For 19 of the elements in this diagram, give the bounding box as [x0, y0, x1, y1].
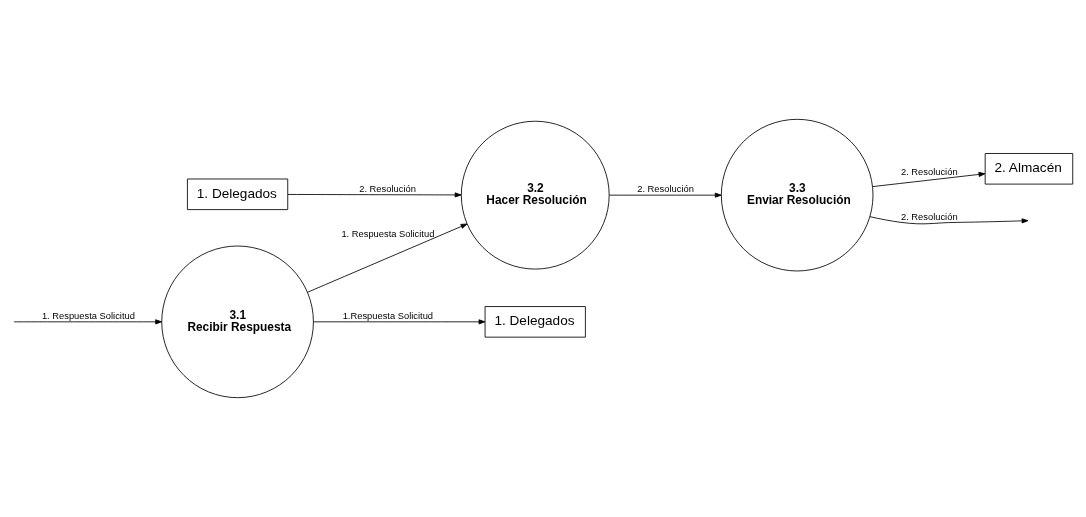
- node-circle: 3.3 Enviar Resolución: [720, 118, 874, 272]
- arrow: [13, 319, 163, 325]
- edge-label: 2. Resolución: [900, 167, 958, 178]
- edge-label: 2. Resolución: [900, 211, 958, 222]
- edge-label: 1.Respuesta Solicitud: [342, 311, 434, 322]
- arrow: [287, 192, 462, 198]
- arrow: [313, 319, 486, 325]
- node-box: 2. Almacén: [984, 153, 1074, 185]
- edge-label: 1. Respuesta Solicitud: [341, 228, 435, 239]
- edge-label: 2. Resolución: [637, 184, 694, 195]
- node-box: 1. Delegados: [484, 306, 586, 338]
- edge-label: 1. Respuesta Solicitud: [41, 311, 135, 322]
- arrow: [869, 216, 1029, 225]
- arrow: [307, 223, 468, 293]
- node-box: 1. Delegados: [187, 178, 289, 211]
- arrow: [608, 192, 722, 198]
- node-circle: 3.1 Recibir Respuesta: [161, 245, 314, 399]
- edge-label: 2. Resolución: [359, 184, 416, 195]
- arrow: [872, 171, 986, 188]
